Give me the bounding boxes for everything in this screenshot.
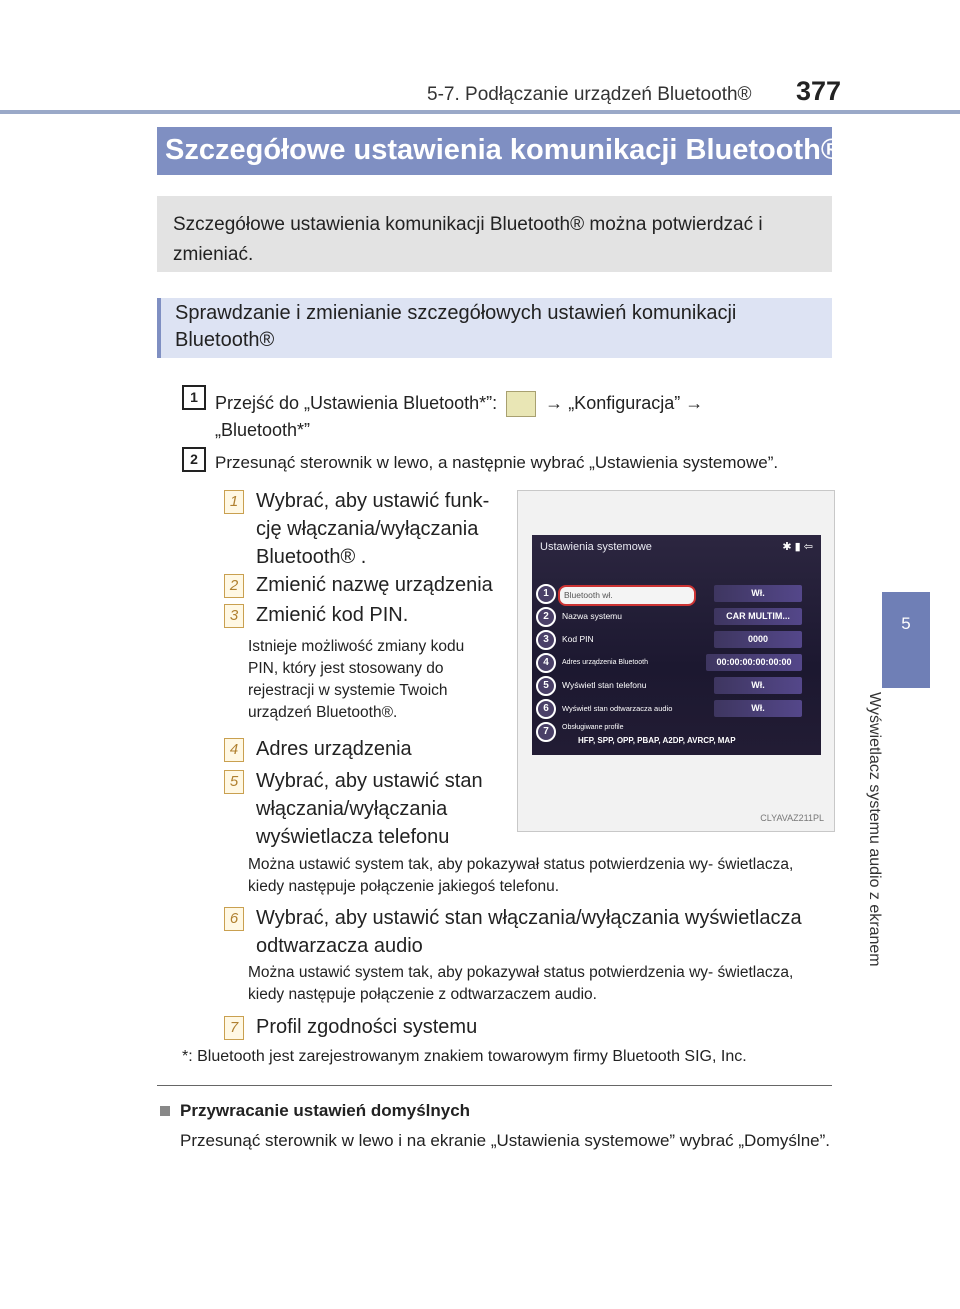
chapter-tab: 5 bbox=[882, 592, 930, 688]
restore-text: Przesunąć sterownik w lewo i na ekranie … bbox=[180, 1131, 831, 1150]
image-code: CLYAVAZ211PL bbox=[760, 813, 824, 823]
setting-row: 2 Nazwa systemu CAR MULTIM... bbox=[536, 607, 804, 627]
item-note: Istnieje możliwość zmiany kodu PIN, któr… bbox=[248, 638, 465, 721]
intro-text: Szczegółowe ustawienia komunikacji Bluet… bbox=[173, 214, 763, 265]
item-note: Można ustawić system tak, aby pokazywał … bbox=[248, 856, 794, 895]
setting-row: 7 Obsługiwane profile HFP, SPP, OPP, PBA… bbox=[536, 722, 804, 749]
item-text: Adres urządzenia bbox=[256, 738, 412, 760]
section-heading: Sprawdzanie i zmienianie szczegółowych u… bbox=[175, 302, 737, 351]
setting-row: 6 Wyświetl stan odtwarzacza audio Wł. bbox=[536, 699, 804, 719]
item-number: 4 bbox=[224, 738, 244, 762]
screen-title: Ustawienia systemowe bbox=[540, 541, 652, 553]
item-number: 3 bbox=[224, 604, 244, 628]
divider bbox=[157, 1085, 832, 1086]
display-screen: Ustawienia systemowe ✱ ▮ ⇦ 1 Bluetooth w… bbox=[532, 535, 821, 755]
item-text: Zmienić kod PIN. bbox=[256, 604, 409, 626]
header-rule bbox=[0, 110, 960, 114]
step-2-text: Przesunąć sterownik w lewo, a następnie … bbox=[215, 453, 779, 472]
item-text: Wybrać, aby ustawić funk- cję włączania/… bbox=[256, 490, 490, 568]
item-number: 6 bbox=[224, 907, 244, 931]
item-text: Wybrać, aby ustawić stan włączania/wyłąc… bbox=[256, 770, 483, 848]
page-number: 377 bbox=[796, 76, 842, 106]
item-number: 1 bbox=[224, 490, 244, 514]
side-caption: Wyświetlacz systemu audio z ekranem bbox=[866, 692, 883, 967]
chapter-title: 5-7. Podłączanie urządzeń Bluetooth® bbox=[427, 84, 752, 105]
screen-illustration: Ustawienia systemowe ✱ ▮ ⇦ 1 Bluetooth w… bbox=[517, 490, 835, 832]
setting-row: 4 Adres urządzenia Bluetooth 00:00:00:00… bbox=[536, 653, 804, 673]
step-number: 2 bbox=[182, 447, 206, 472]
restore-heading: Przywracanie ustawień domyślnych bbox=[180, 1101, 471, 1120]
arrow-icon: → bbox=[685, 393, 704, 413]
item-text: Wybrać, aby ustawić stan włączania/wyłąc… bbox=[256, 907, 802, 957]
item-note: Można ustawić system tak, aby pokazywał … bbox=[248, 964, 794, 1003]
step-number: 1 bbox=[182, 385, 206, 410]
menu-icon bbox=[506, 391, 537, 418]
item-number: 2 bbox=[224, 574, 244, 598]
setting-row: 1 Bluetooth wł. Wł. bbox=[536, 584, 804, 606]
setting-row: 5 Wyświetl stan telefonu Wł. bbox=[536, 676, 804, 696]
item-text: Profil zgodności systemu bbox=[256, 1016, 478, 1038]
bullet-icon bbox=[160, 1106, 170, 1116]
item-text: Zmienić nazwę urządzenia bbox=[256, 574, 493, 596]
page-title-bar: Szczegółowe ustawienia komunikacji Bluet… bbox=[157, 127, 842, 175]
status-icons: ✱ ▮ ⇦ bbox=[782, 541, 813, 553]
footnote: *: Bluetooth jest zarejestrowanym znakie… bbox=[182, 1048, 747, 1065]
item-number: 7 bbox=[224, 1016, 244, 1040]
intro-box: Szczegółowe ustawienia komunikacji Bluet… bbox=[157, 196, 832, 272]
step-1-text: Przejść do „Ustawienia Bluetooth*”: → „K… bbox=[215, 391, 704, 441]
setting-row: 3 Kod PIN 0000 bbox=[536, 630, 804, 650]
section-heading-box: Sprawdzanie i zmienianie szczegółowych u… bbox=[157, 298, 832, 358]
arrow-icon: → bbox=[545, 393, 564, 413]
page-title: Szczegółowe ustawienia komunikacji Bluet… bbox=[165, 134, 843, 166]
item-number: 5 bbox=[224, 770, 244, 794]
